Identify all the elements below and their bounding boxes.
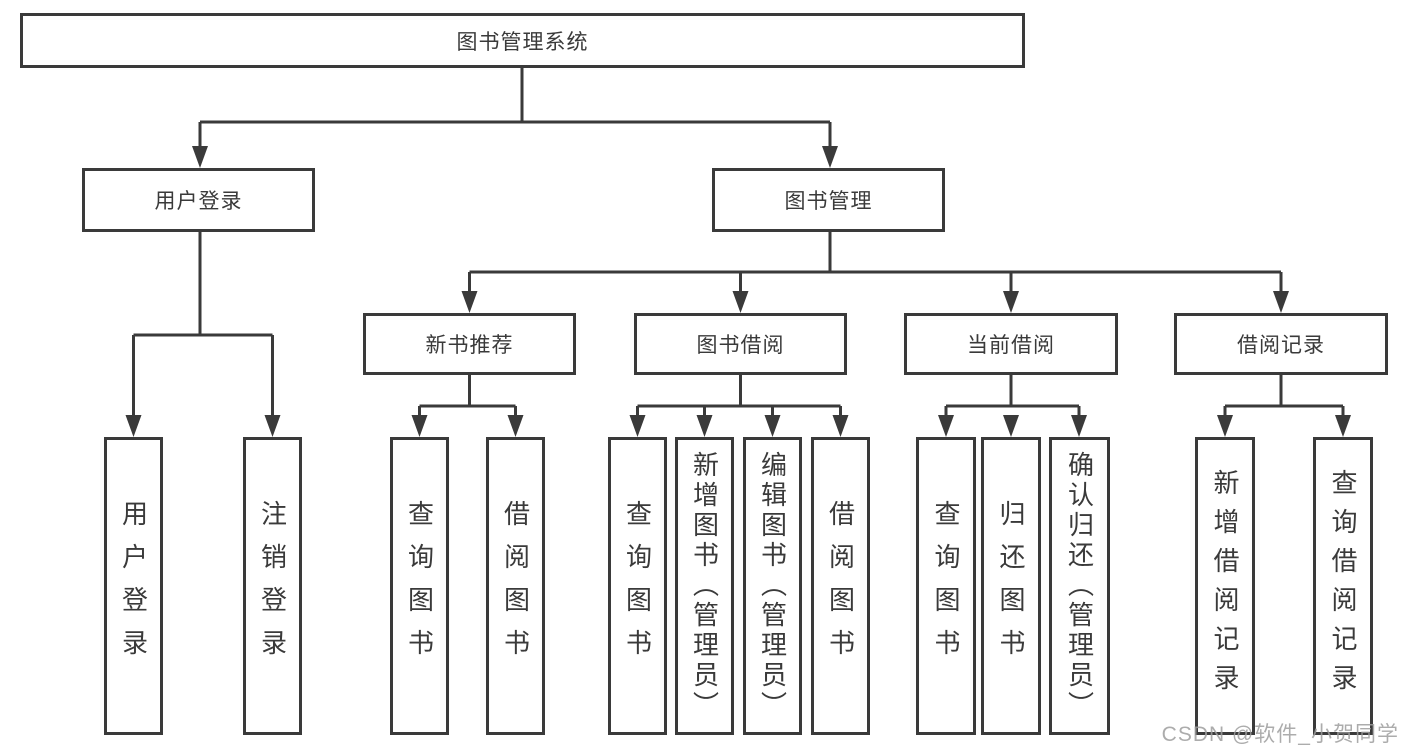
leaf-nbr-query-books: 查询图书 [390,437,449,735]
leaf-nbr-borrow-books-label: 借阅图书 [500,500,531,672]
leaf-bb-add-books-admin-label: 新增图书（管理员） [689,451,720,721]
leaf-cb-return-books-label: 归还图书 [996,500,1026,672]
node-new-book-recommend: 新书推荐 [363,313,576,375]
leaf-cb-query-books-label: 查询图书 [931,500,961,672]
node-current-borrowing: 当前借阅 [904,313,1118,375]
leaf-br-add-record-label: 新增借阅记录 [1210,469,1240,703]
node-user-login-branch: 用户登录 [82,168,315,232]
leaf-br-query-record: 查询借阅记录 [1313,437,1373,735]
leaf-logout: 注销登录 [243,437,302,735]
csdn-watermark: CSDN @软件_小贺同学 [1161,723,1399,746]
node-book-borrowing: 图书借阅 [634,313,847,375]
arrowheads [125,146,1351,437]
leaf-bb-query-books: 查询图书 [608,437,667,735]
leaf-logout-label: 注销登录 [257,500,288,672]
node-root-label: 图书管理系统 [456,30,589,54]
leaf-br-query-record-label: 查询借阅记录 [1328,469,1358,703]
leaf-user-login-label: 用户登录 [118,500,149,672]
leaf-bb-borrow-books: 借阅图书 [811,437,870,735]
node-current-borrowing-label: 当前借阅 [967,334,1055,357]
leaf-cb-confirm-return-admin-label: 确认归还（管理员） [1064,451,1095,721]
leaf-bb-query-books-label: 查询图书 [622,500,653,672]
leaf-bb-add-books-admin: 新增图书（管理员） [675,437,734,735]
leaf-nbr-borrow-books: 借阅图书 [486,437,545,735]
node-new-book-recommend-label: 新书推荐 [425,334,514,357]
leaf-cb-confirm-return-admin: 确认归还（管理员） [1049,437,1110,735]
node-root-library-system: 图书管理系统 [20,13,1025,68]
leaf-cb-return-books: 归还图书 [981,437,1041,735]
leaf-bb-edit-books-admin-label: 编辑图书（管理员） [757,451,788,721]
leaf-user-login: 用户登录 [104,437,163,735]
leaf-br-add-record: 新增借阅记录 [1195,437,1255,735]
node-borrowing-records: 借阅记录 [1174,313,1388,375]
leaf-cb-query-books: 查询图书 [916,437,976,735]
leaf-nbr-query-books-label: 查询图书 [404,500,435,672]
node-borrowing-records-label: 借阅记录 [1237,334,1325,357]
leaf-bb-borrow-books-label: 借阅图书 [825,500,856,672]
node-book-management-branch: 图书管理 [712,168,945,232]
node-book-management-branch-label: 图书管理 [784,190,873,213]
leaf-bb-edit-books-admin: 编辑图书（管理员） [743,437,802,735]
node-book-borrowing-label: 图书借阅 [696,334,785,357]
node-user-login-branch-label: 用户登录 [154,190,243,213]
